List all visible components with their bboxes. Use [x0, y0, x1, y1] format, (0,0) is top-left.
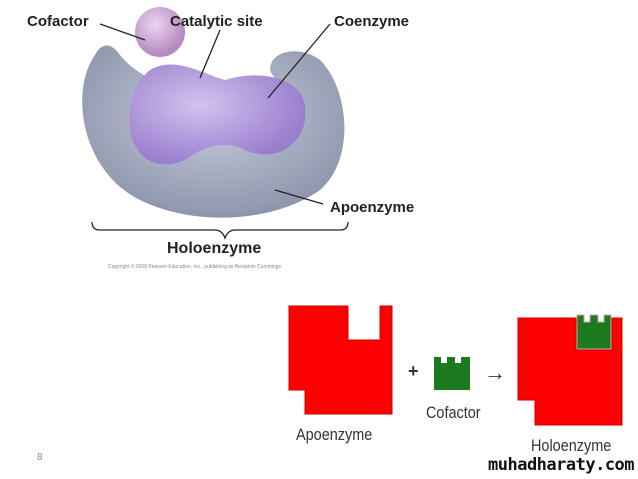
watermark: muhadharaty.com: [488, 455, 635, 475]
plus-sign: +: [408, 361, 419, 381]
label-cofactor: Cofactor: [27, 13, 89, 30]
label-apoenzyme: Apoenzyme: [330, 199, 415, 216]
holoenzyme-caption: Holoenzyme: [531, 436, 612, 455]
slide-number: 8: [37, 452, 43, 463]
label-coenzyme: Coenzyme: [334, 13, 410, 30]
apoenzyme-block: [288, 305, 393, 415]
cofactor-block: [434, 357, 470, 390]
coenzyme-shape: [129, 64, 306, 165]
copyright: Copyright © 2008 Pearson Education, Inc.…: [108, 264, 281, 270]
bound-cofactor: [576, 314, 612, 350]
label-catalytic-site: Catalytic site: [170, 13, 263, 30]
apoenzyme-caption: Apoenzyme: [296, 425, 373, 444]
arrow-icon: →: [484, 360, 506, 385]
label-holoenzyme: Holoenzyme: [167, 240, 262, 257]
cofactor-sphere: [135, 7, 185, 57]
holoenzyme-block: [517, 317, 623, 426]
cofactor-caption: Cofactor: [426, 403, 481, 422]
